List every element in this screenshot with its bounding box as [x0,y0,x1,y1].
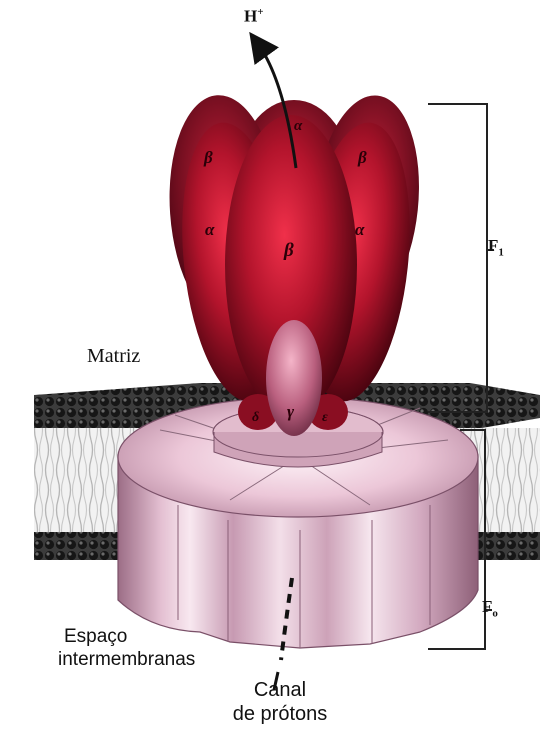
delta-label: δ [252,410,259,426]
fo-subscript: o [492,607,498,619]
fo-label: Fo [482,597,498,619]
alpha-label-left: α [205,220,214,240]
matrix-label: Matriz [87,345,140,368]
proton-label: H+ [244,6,264,27]
f1-label: F1 [488,236,504,258]
channel-label-line2: de prótons [215,702,345,726]
proton-symbol: H [244,7,257,26]
beta-label-right: β [358,148,367,168]
proton-charge: + [257,6,263,18]
intermembrane-label-line2: intermembranas [58,648,195,671]
alpha-label-right: α [355,220,364,240]
beta-label-left: β [204,148,213,168]
alpha-label-back: α [294,118,302,135]
intermembrane-space-label: Espaço intermembranas [58,625,195,671]
f1-letter: F [488,236,498,255]
epsilon-label: ε [322,410,328,426]
channel-label-line1: Canal [215,678,345,702]
proton-channel-label: Canal de prótons [215,678,345,726]
fo-letter: F [482,597,492,616]
beta-label-front: β [284,240,294,262]
gamma-label: γ [287,402,294,422]
intermembrane-label-line1: Espaço [58,625,195,648]
f1-subscript: 1 [498,246,504,258]
f1-bracket [428,104,494,412]
